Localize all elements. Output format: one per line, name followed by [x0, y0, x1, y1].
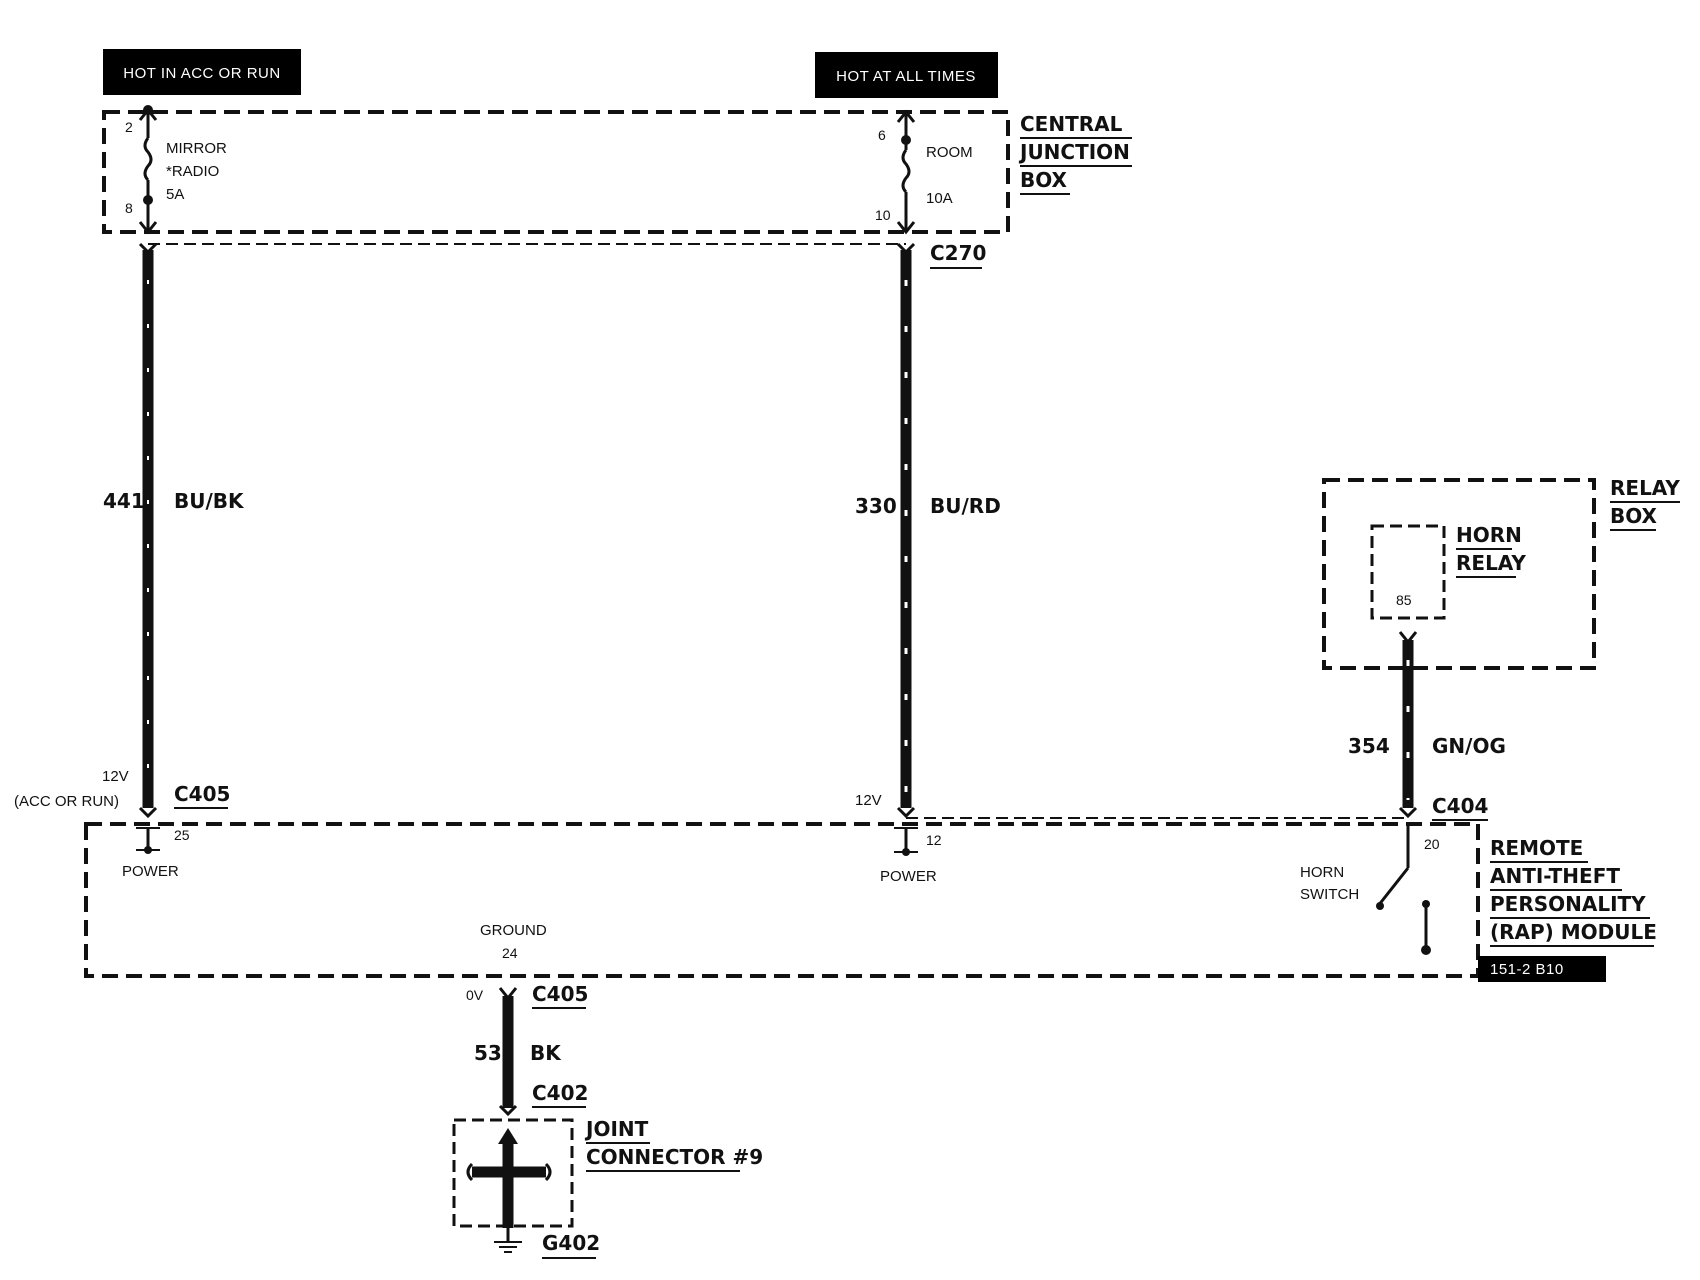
rap-module-outline: [84, 822, 1480, 978]
horn-relay-title-2: RELAY: [1456, 551, 1526, 575]
relay-box-title-1: RELAY: [1610, 476, 1680, 500]
tag-hot-all-times: HOT AT ALL TIMES: [815, 52, 998, 98]
central-junction-box-title: CENTRAL JUNCTION BOX: [1018, 112, 1132, 195]
rap-mid-label: POWER: [880, 868, 937, 885]
horn-relay-outline: [1370, 524, 1446, 620]
horn-switch-label-1: HORN: [1300, 864, 1344, 881]
cjb-title-line-3: BOX: [1020, 168, 1068, 192]
cjb-title-line-1: CENTRAL: [1020, 112, 1123, 136]
rap-ground: GROUND 24 0V C405: [466, 922, 588, 1009]
relay-box-title: RELAY BOX: [1610, 476, 1680, 531]
wire-441-color: BU/BK: [174, 489, 245, 513]
rap-mid-pin: 12: [926, 832, 942, 848]
rap-left-label: POWER: [122, 863, 179, 880]
rap-ground-connector: C405: [532, 982, 588, 1006]
joint-connector-title-2: CONNECTOR #9: [586, 1145, 763, 1169]
wire-441-circuit: 441: [103, 489, 145, 513]
rap-ground-voltage: 0V: [466, 987, 484, 1003]
c404-label: C404: [1432, 794, 1488, 818]
horn-relay-pin: 85: [1396, 592, 1412, 608]
figure-id-badge: 151-2 B10: [1478, 956, 1606, 982]
rap-mid-power: 12V 12 POWER: [855, 792, 942, 885]
figure-id-text: 151-2 B10: [1490, 961, 1564, 978]
horn-switch-label-2: SWITCH: [1300, 886, 1359, 903]
relay-box-title-2: BOX: [1610, 504, 1658, 528]
rap-right-pin: 20: [1424, 836, 1440, 852]
fuse-left-name-3: 5A: [166, 186, 184, 203]
fuse-mirror-radio: 2 8 MIRROR *RADIO 5A: [125, 105, 227, 235]
fuse-right-name-2: 10A: [926, 190, 953, 207]
fuse-room: 6 10 ROOM 10A: [875, 109, 973, 235]
rap-left-voltage: 12V: [102, 768, 129, 785]
wire-330: 330 BU/RD: [855, 242, 1001, 819]
tag-hot-all-times-text: HOT AT ALL TIMES: [836, 68, 976, 85]
tag-hot-acc-run-text: HOT IN ACC OR RUN: [123, 65, 280, 82]
cjb-title-line-2: JUNCTION: [1018, 140, 1130, 164]
rap-title-line-2: ANTI-THEFT: [1490, 864, 1620, 888]
central-junction-box-outline: [102, 110, 1010, 234]
rap-title-line-3: PERSONALITY: [1490, 892, 1646, 916]
wire-354-circuit: 354: [1348, 734, 1390, 758]
wire-330-circuit: 330: [855, 494, 897, 518]
wire-53-color: BK: [530, 1041, 562, 1065]
rap-module-title: REMOTE ANTI-THEFT PERSONALITY (RAP) MODU…: [1490, 836, 1657, 947]
wire-53: 53 BK C402: [474, 987, 588, 1117]
wire-354: 354 GN/OG: [1348, 631, 1506, 819]
fuse-left-pin-top: 2: [125, 119, 133, 135]
g402-label: G402: [542, 1231, 600, 1255]
rap-title-line-4: (RAP) MODULE: [1490, 920, 1657, 944]
rap-ground-label: GROUND: [480, 922, 547, 939]
rap-left-power: 12V (ACC OR RUN) C405 25 POWER: [14, 768, 230, 880]
relay-box-outline: [1322, 478, 1596, 670]
horn-switch: 20 HORN SWITCH: [1300, 822, 1440, 955]
rap-left-pin: 25: [174, 827, 190, 843]
tag-hot-acc-run: HOT IN ACC OR RUN: [103, 49, 301, 95]
fuse-right-pin-bottom: 10: [875, 207, 891, 223]
horn-relay-title-1: HORN: [1456, 523, 1522, 547]
rap-ground-pin: 24: [502, 945, 518, 961]
rap-left-voltage-note: (ACC OR RUN): [14, 793, 119, 810]
ground-symbol: G402: [494, 1226, 600, 1259]
c402-label: C402: [532, 1081, 588, 1105]
fuse-left-name-2: *RADIO: [166, 163, 219, 180]
fuse-right-name-1: ROOM: [926, 144, 973, 161]
wire-330-color: BU/RD: [930, 494, 1001, 518]
joint-connector-title: JOINT CONNECTOR #9: [584, 1117, 763, 1172]
rap-mid-voltage: 12V: [855, 792, 882, 809]
rap-left-connector: C405: [174, 782, 230, 806]
c270-label: C270: [930, 241, 986, 265]
horn-relay-title: HORN RELAY: [1456, 523, 1526, 578]
fuse-left-name-1: MIRROR: [166, 140, 227, 157]
wire-53-circuit: 53: [474, 1041, 502, 1065]
joint-connector-outline: [452, 1118, 574, 1228]
fuse-right-pin-top: 6: [878, 127, 886, 143]
wire-354-color: GN/OG: [1432, 734, 1506, 758]
wire-441: 441 BU/BK: [103, 242, 245, 819]
fuse-left-pin-bottom: 8: [125, 200, 133, 216]
joint-connector-title-1: JOINT: [584, 1117, 649, 1141]
rap-title-line-1: REMOTE: [1490, 836, 1583, 860]
joint-connector-body: [466, 1128, 552, 1228]
